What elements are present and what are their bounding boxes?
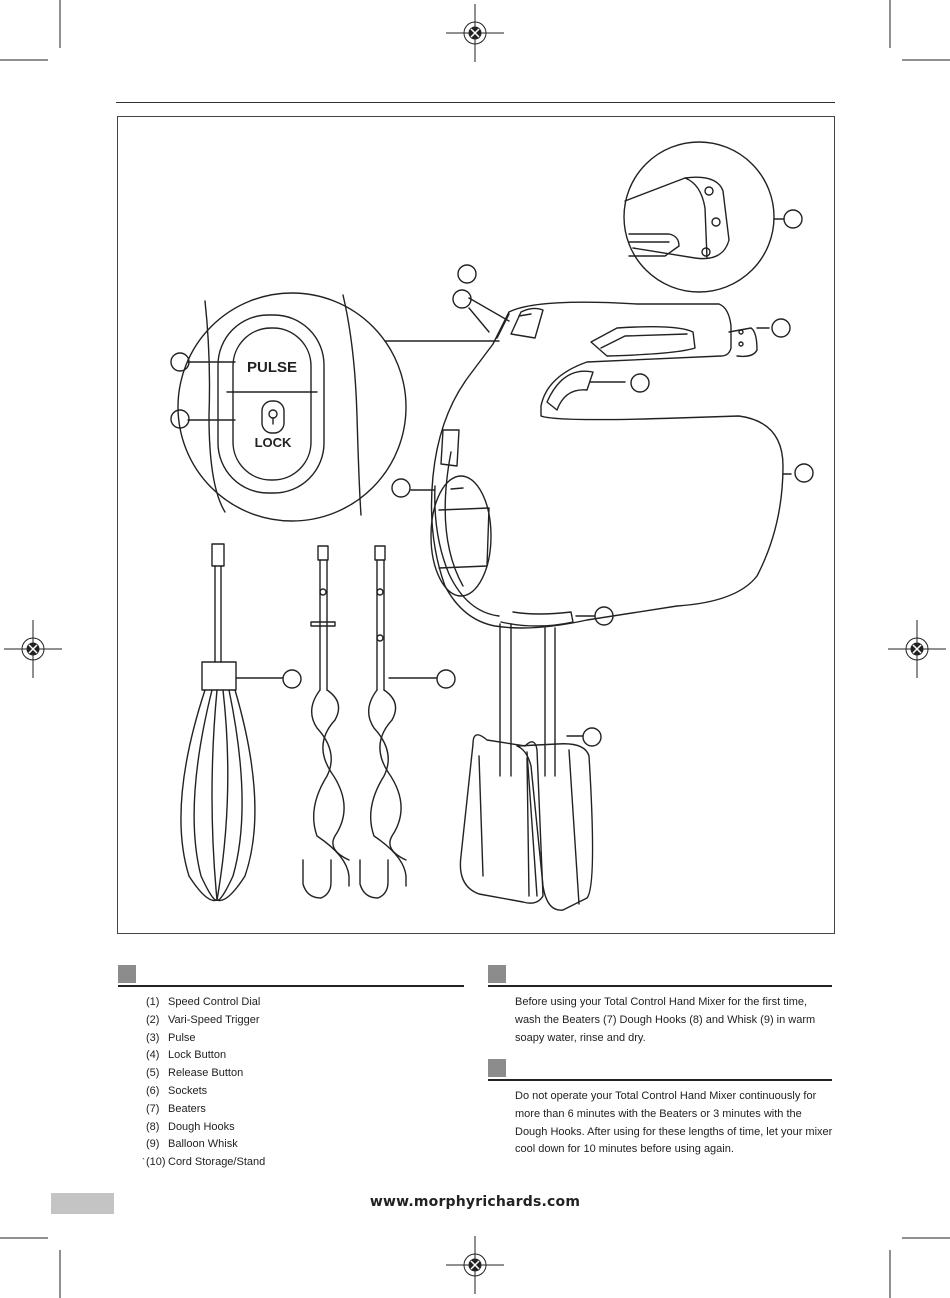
list-item: (6)Sockets (146, 1084, 208, 1097)
callout-marker (170, 352, 190, 372)
callout-marker (170, 409, 190, 429)
callout-marker (391, 478, 411, 498)
parts-section-header (118, 965, 464, 987)
callout-marker (452, 289, 472, 309)
footer-website: www.morphyrichards.com (369, 1194, 581, 1210)
callout-marker (582, 727, 602, 747)
section-square-icon (118, 965, 136, 983)
operation-section-header (488, 1059, 832, 1081)
hand-mixer-illustration: PULSE LOCK (170, 141, 814, 911)
callout-marker (771, 318, 791, 338)
callout-marker (282, 669, 302, 689)
section-square-icon (488, 965, 506, 983)
mixer-body (430, 301, 784, 629)
callout-marker (594, 606, 614, 626)
registration-mark-top (446, 4, 504, 62)
registration-mark-left (4, 620, 62, 678)
first-use-section-header (488, 965, 832, 987)
callout-marker (630, 373, 650, 393)
list-item: (9)Balloon Whisk (146, 1138, 238, 1151)
first-use-text: Before using your Total Control Hand Mix… (515, 996, 816, 1044)
header-rule (116, 102, 835, 103)
list-item: (1)Speed Control Dial (146, 996, 261, 1008)
zoom-buttons-detail (177, 292, 407, 522)
dough-hook-1-drawing (302, 545, 350, 899)
callout-marker (794, 463, 814, 483)
registration-mark-bottom (446, 1236, 504, 1294)
section-square-icon (488, 1059, 506, 1077)
balloon-whisk-drawing (180, 543, 284, 902)
list-item: (8)Dough Hooks (146, 1120, 235, 1133)
list-item: (2)Vari-Speed Trigger (146, 1013, 260, 1026)
zoom-lock-label: LOCK (255, 435, 292, 450)
dough-hook-2-drawing (359, 545, 438, 899)
operation-text: Do not operate your Total Control Hand M… (515, 1090, 833, 1156)
list-item: (4)Lock Button (146, 1049, 227, 1062)
callout-marker (783, 209, 803, 229)
list-item: (3)Pulse (146, 1031, 196, 1044)
list-item: (7)Beaters (146, 1102, 206, 1115)
callout-marker (436, 669, 456, 689)
zoom-sockets-detail (623, 141, 775, 293)
parts-list: (1)Speed Control Dial (2)Vari-Speed Trig… (142, 994, 466, 1172)
figure-frame (117, 116, 835, 934)
zoom-pulse-label: PULSE (247, 359, 297, 376)
page-number-tab (51, 1193, 114, 1214)
callout-marker (457, 264, 477, 284)
registration-mark-right (888, 620, 946, 678)
list-item: (5)Release Button (146, 1067, 244, 1080)
list-item: `(10)Cord Storage/Stand (142, 1156, 266, 1169)
beaters-drawing (459, 623, 594, 911)
